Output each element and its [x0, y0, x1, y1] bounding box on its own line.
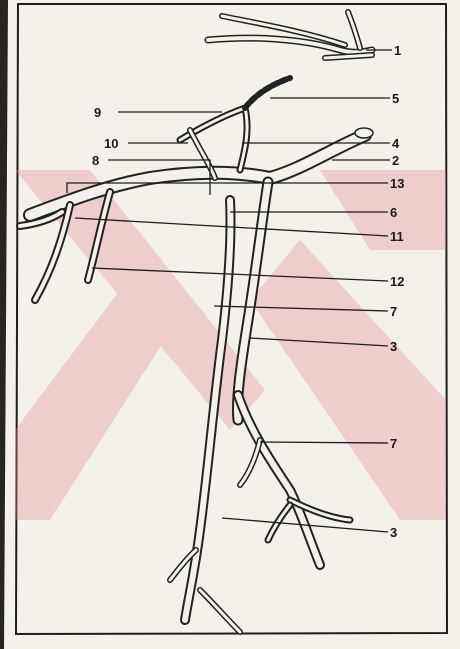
callout-12: 12: [390, 274, 404, 289]
callout-5: 5: [392, 91, 399, 106]
callout-8: 8: [92, 153, 99, 168]
callout-3-lower: 3: [390, 525, 397, 540]
callout-4: 4: [392, 136, 400, 151]
callout-10: 10: [104, 136, 118, 151]
callout-2: 2: [392, 153, 399, 168]
callout-7-lower: 7: [390, 436, 397, 451]
callout-6: 6: [390, 205, 397, 220]
callout-11: 11: [390, 229, 404, 244]
callout-9: 9: [94, 105, 101, 120]
callout-7-upper: 7: [390, 304, 397, 319]
callout-13: 13: [390, 176, 404, 191]
callout-3-upper: 3: [390, 339, 397, 354]
callout-1: 1: [394, 43, 401, 58]
